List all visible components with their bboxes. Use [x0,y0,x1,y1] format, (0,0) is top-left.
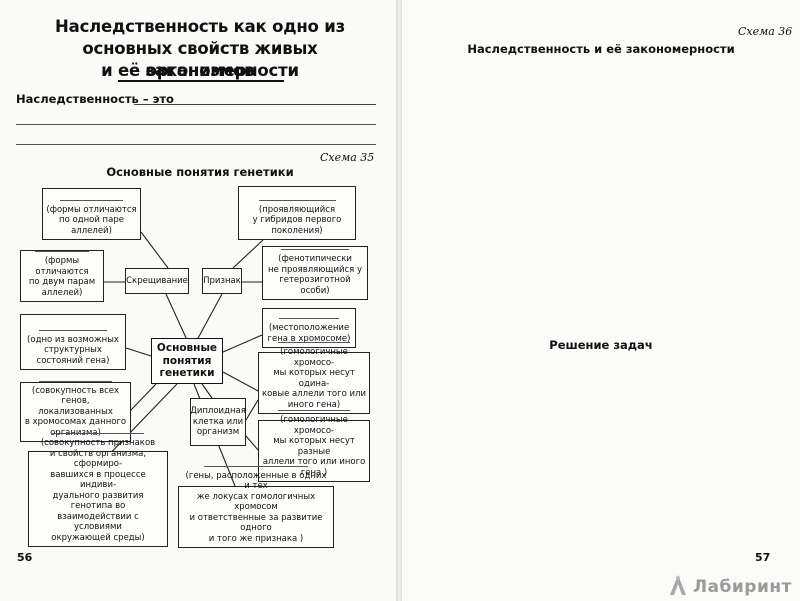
left-page: Наследственность как одно из основных св… [0,0,398,601]
connector-line [125,347,152,357]
scheme-number: Схема 35 [320,151,375,164]
definition-text: (формы отличаются по одной паре аллелей) [46,204,137,236]
connector-line [165,293,188,341]
center-term: Основные понятия генетики [151,338,223,384]
watermark: Лабиринт [666,573,792,597]
right-page: Схема 36 Наследственность и её закономер… [402,0,800,601]
definition-box-heterozygous: (гомологичные хромосо- мы которых несут … [258,410,370,482]
answer-blank [277,342,351,343]
definition-box-all-genes: (совокупность всех генов, локализованных… [20,380,131,442]
labirint-logo-icon [669,575,686,595]
answer-blank [277,410,351,411]
connector-line [222,334,263,353]
section-subtitle: Решение задач [549,338,653,352]
definition-text: (проявляющийся у гибридов первого поколе… [252,204,342,236]
connector-line [232,239,264,269]
connector-line [140,231,169,269]
definition-box-manifesting: (проявляющийся у гибридов первого поколе… [238,186,356,240]
term-crossing: Скрещивание [125,268,189,294]
definition-text: (формы отличаются по двум парам аллелей) [28,256,96,298]
definition-box-not-manifesting: (фенотипически не проявляющийся у гетеро… [262,246,368,300]
definition-box-phenotype: (совокупность признаков и свойств органи… [28,433,168,547]
definition-text: (совокупность всех генов, локализованных… [24,385,127,438]
definition-box-two-pairs: (формы отличаются по двум парам аллелей) [20,250,104,302]
definition-blank-line [134,104,376,105]
connector-line [222,371,261,393]
page-title-line-3: и её закономерности [101,61,299,80]
definition-box-one-pair: (формы отличаются по одной паре аллелей) [42,188,141,240]
scheme-title: Основные понятия генетики [106,165,294,179]
answer-blank [39,380,112,382]
definition-blank-line [16,144,376,145]
connector-line [201,383,213,399]
title-underline [118,80,284,82]
page-title-line-1: Наследственность как одно из [55,17,345,36]
diagram-connectors [99,231,264,487]
connector-line [196,293,223,341]
term-diploid: Диплоидная клетка или организм [190,398,246,446]
answer-blank [59,199,124,201]
page-title: Наследственность и её закономерности [467,42,735,56]
definition-text: (гомологичные хромосо- мы которых несут … [262,347,366,410]
watermark-text: Лабиринт [692,577,792,597]
connector-line [245,399,259,421]
answer-blank [35,251,89,252]
answer-blank [258,199,336,201]
definition-box-homozygous: (гомологичные хромосо- мы которых несут … [258,342,370,414]
page-number: 57 [755,551,771,564]
page-number: 56 [17,551,33,564]
definition-blank-line [16,124,376,125]
definition-box-alleles: (гены, расположенные в одних и тех же ло… [178,465,334,548]
answer-blank [280,249,350,250]
answer-blank [278,318,340,319]
term-trait: Признак [202,268,242,294]
connector-line [130,383,157,411]
connector-line [99,383,178,465]
definition-text: (совокупность признаков и свойств органи… [40,438,156,543]
definition-text: (гомологичные хромосо- мы которых несут … [262,415,366,478]
definition-text: (одно из возможных структурных состояний… [27,334,119,366]
definition-text: (местоположение гена в хромосоме) [267,323,351,344]
definition-box-location: (местоположение гена в хромосоме) [262,308,356,348]
page-title-line-2: основных свойств живых организмов [82,39,318,80]
definition-text: (фенотипически не проявляющийся у гетеро… [267,254,363,296]
connector-line [245,435,259,451]
answer-blank [204,465,308,467]
scheme-number: Схема 36 [738,25,793,38]
book-spine [396,0,404,601]
answer-blank [51,433,145,434]
definition-label: Наследственность – это [16,92,174,106]
answer-blank [38,329,108,331]
definition-text: (гены, расположенные в одних и тех же ло… [185,470,327,544]
definition-box-gene-state: (одно из возможных структурных состояний… [20,314,126,370]
